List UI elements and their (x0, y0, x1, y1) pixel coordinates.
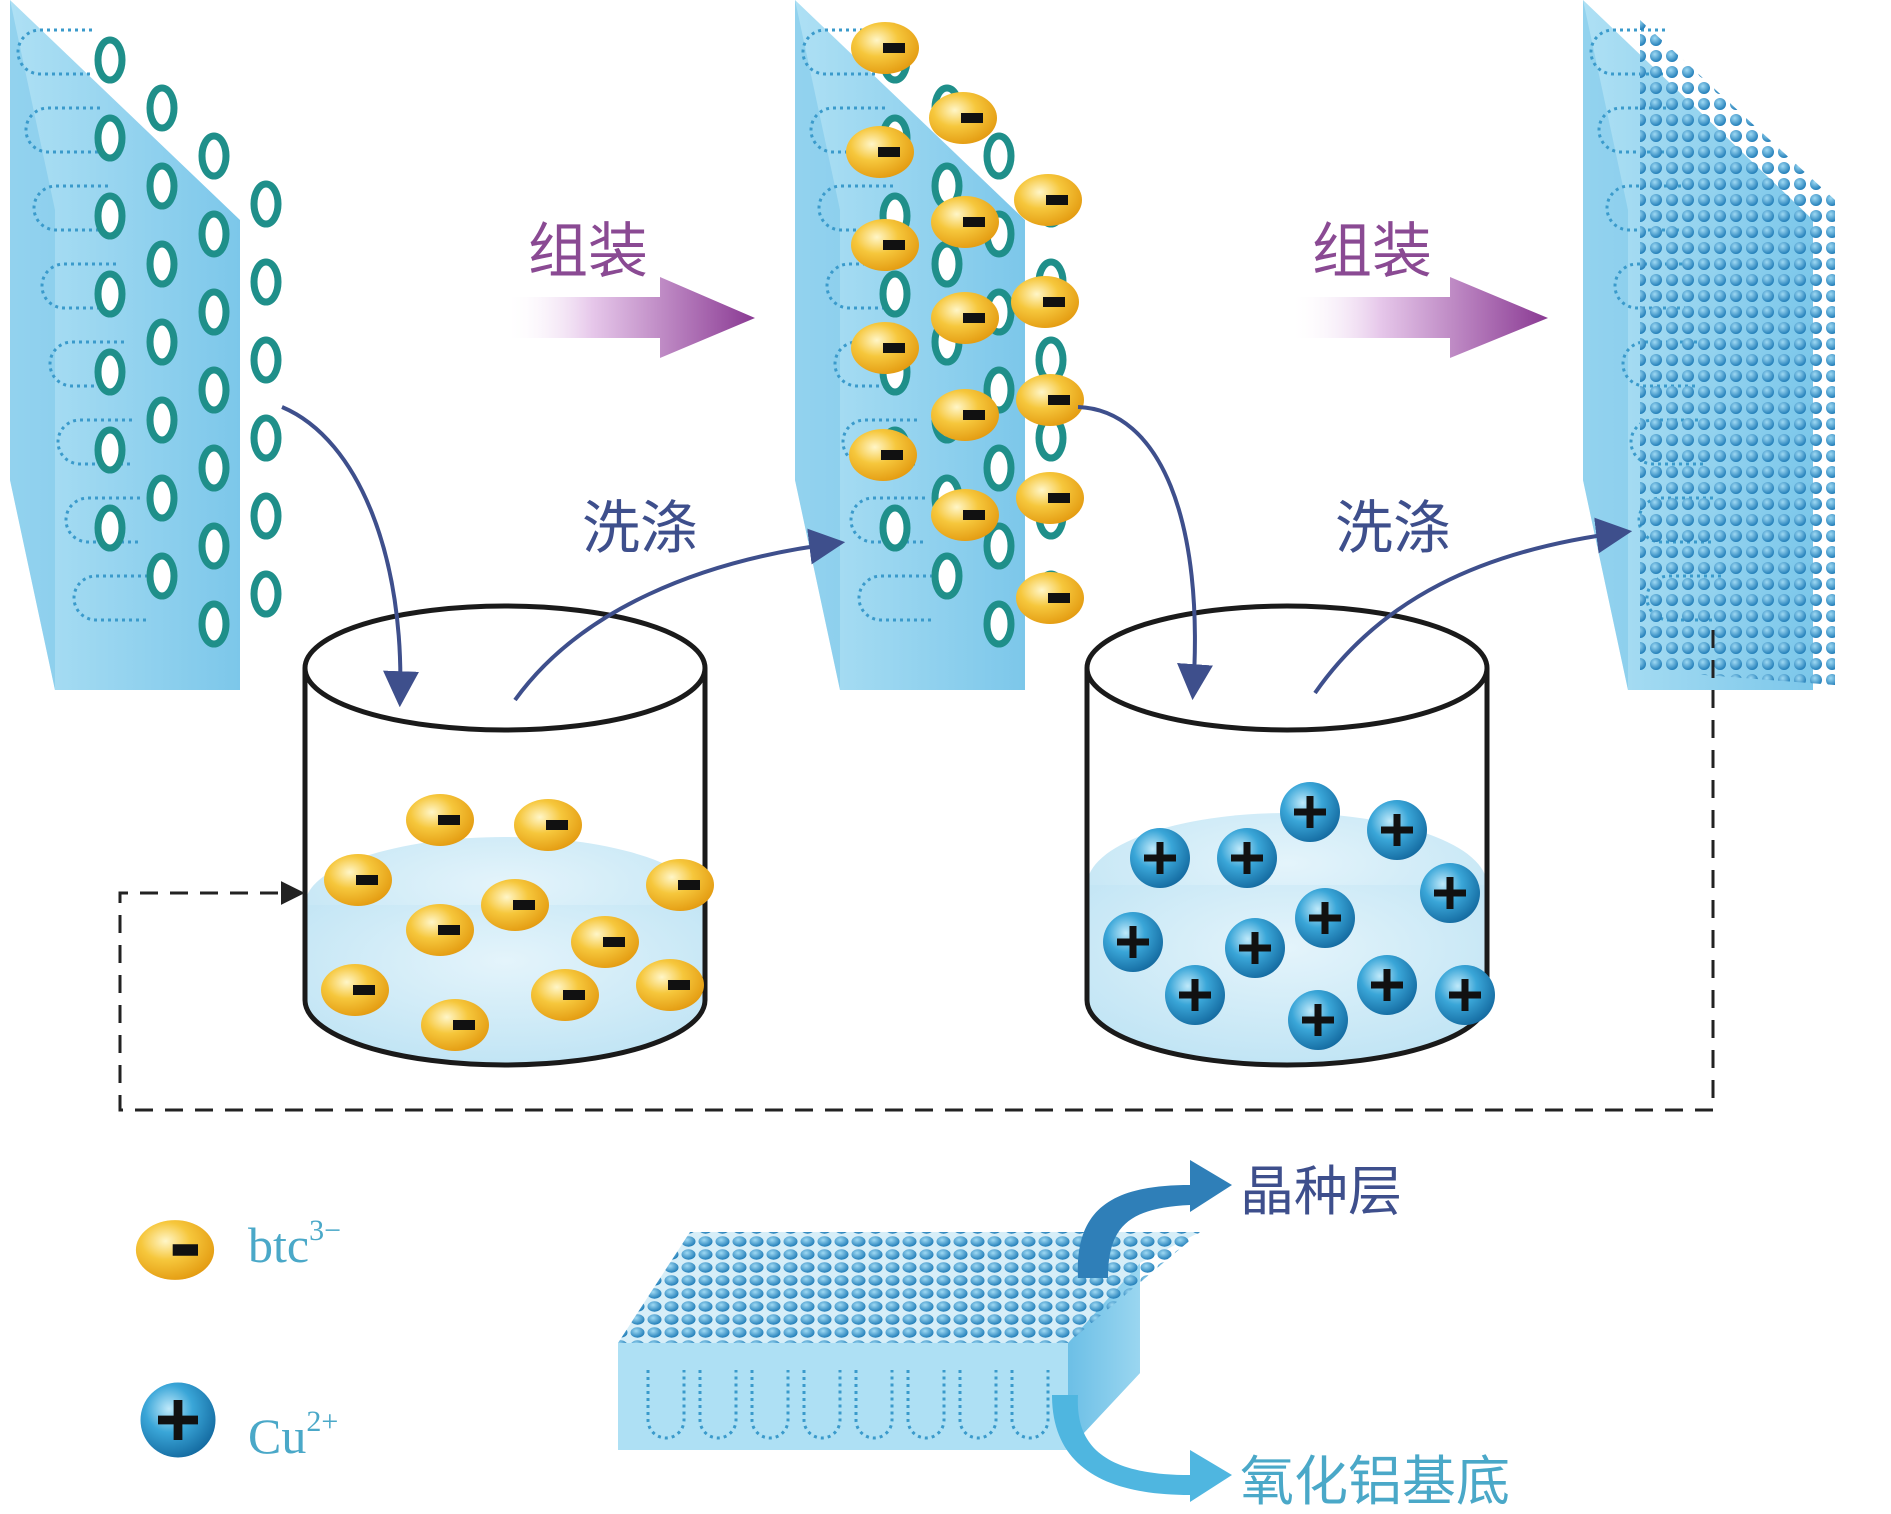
assemble-arrow-1 (505, 277, 755, 358)
btc-anion (1016, 472, 1084, 524)
substrate-callout-arrow (1052, 1395, 1232, 1502)
btc-anion (646, 859, 714, 911)
btc-anion (406, 904, 474, 956)
btc-anion (324, 854, 392, 906)
dip-arrow-2 (1077, 405, 1213, 701)
legend-cation-icon (140, 1382, 216, 1458)
btc-anion (1011, 276, 1079, 328)
cation-particles (1103, 782, 1495, 1050)
legend: btc3− Cu2+ (135, 1214, 341, 1464)
btc-anion (321, 964, 389, 1016)
wash-label-2: 洗涤 (1335, 494, 1451, 562)
btc-anion (1016, 572, 1084, 624)
btc-anion (929, 92, 997, 144)
slab-pores (646, 1370, 1050, 1440)
seed-layer-on-alumina-slab (618, 1232, 1200, 1450)
btc-anion (849, 429, 917, 481)
assemble-label-1: 组装 (528, 217, 648, 287)
legend-anion-label: btc3− (248, 1214, 341, 1273)
cu-cation (140, 1382, 216, 1458)
assemble-label-2: 组装 (1312, 217, 1432, 287)
btc-anion (851, 219, 919, 271)
btc-anion (514, 799, 582, 851)
btc-anion (1014, 174, 1082, 226)
cu-cation (1435, 965, 1495, 1025)
cu-cation (1165, 965, 1225, 1025)
substrate-plate-anion-coated (795, 0, 1084, 690)
btc-anion (1016, 374, 1084, 426)
legend-cation-label: Cu2+ (248, 1405, 338, 1464)
substrate-plate-bare (10, 0, 282, 690)
btc-anion (636, 959, 704, 1011)
wash-label-1: 洗涤 (582, 494, 698, 562)
btc-anion (846, 126, 914, 178)
btc-anion (481, 879, 549, 931)
cu-cation (1295, 888, 1355, 948)
substrate-label: 氧化铝基底 (1240, 1450, 1510, 1513)
btc-anion (851, 322, 919, 374)
btc-anion (851, 22, 919, 74)
cu-cation (1280, 782, 1340, 842)
cu-cation (1357, 955, 1417, 1015)
cu-cation (1217, 828, 1277, 888)
withdraw-arrow-1 (513, 528, 846, 702)
cu-cation (1130, 828, 1190, 888)
btc-anion (531, 969, 599, 1021)
anion-particles (321, 794, 714, 1051)
withdraw-arrow-2 (1313, 517, 1633, 695)
btc-anion (135, 1220, 215, 1280)
btc-anion (931, 292, 999, 344)
cu-cation (1420, 863, 1480, 923)
cu-cation (1225, 918, 1285, 978)
btc-anion (406, 794, 474, 846)
btc-anion (931, 389, 999, 441)
btc-anion (931, 489, 999, 541)
assemble-arrow-2 (1290, 277, 1548, 358)
seed-layer-callout-arrow (1077, 1160, 1232, 1278)
cu-cation (1288, 990, 1348, 1050)
btc-anion (421, 999, 489, 1051)
legend-anion-icon (135, 1220, 215, 1280)
btc-anion (571, 916, 639, 968)
repeat-cycle-dashed-arrow (118, 630, 1715, 1112)
substrate-plate-seed-layer (1583, 0, 1835, 690)
cu-cation (1103, 912, 1163, 972)
cu-cation (1367, 800, 1427, 860)
seed-layer-label: 晶种层 (1240, 1160, 1402, 1223)
dip-arrow-1 (281, 405, 420, 708)
btc-anion (931, 196, 999, 248)
